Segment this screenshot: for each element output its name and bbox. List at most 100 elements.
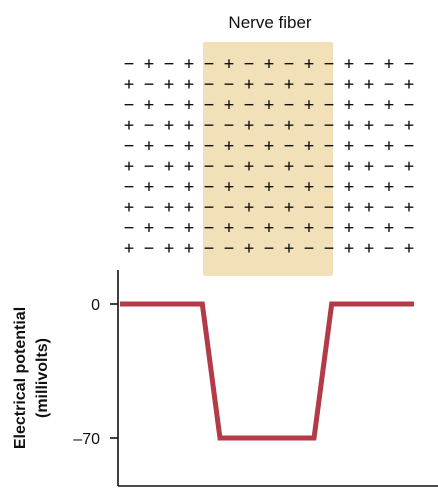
charge-symbol: + xyxy=(124,75,134,95)
charge-symbol: + xyxy=(144,177,154,197)
charge-symbol: + xyxy=(164,198,174,218)
charge-symbol: − xyxy=(324,239,334,259)
charge-symbol: − xyxy=(124,177,134,197)
charge-symbol: − xyxy=(204,177,214,197)
charge-symbol: + xyxy=(404,116,414,136)
charge-symbol: − xyxy=(304,198,314,218)
charge-symbol: + xyxy=(184,198,194,218)
charge-symbol: − xyxy=(364,218,374,238)
charge-symbol: − xyxy=(144,157,154,177)
charge-symbol: − xyxy=(164,177,174,197)
charge-symbol: − xyxy=(144,239,154,259)
charge-symbol: + xyxy=(264,136,274,156)
charge-symbol: − xyxy=(384,157,394,177)
charge-symbol: + xyxy=(264,218,274,238)
charge-symbol: + xyxy=(364,157,374,177)
charge-symbol: + xyxy=(264,54,274,74)
charge-symbol: + xyxy=(304,95,314,115)
charge-symbol: + xyxy=(344,157,354,177)
charge-symbol: + xyxy=(384,136,394,156)
charge-symbol: + xyxy=(384,177,394,197)
charge-symbol: − xyxy=(364,136,374,156)
charge-symbol: + xyxy=(244,75,254,95)
charge-symbol: + xyxy=(264,95,274,115)
charge-symbol: − xyxy=(324,95,334,115)
charge-symbol: − xyxy=(384,239,394,259)
charge-symbol: + xyxy=(344,136,354,156)
charge-symbol: − xyxy=(124,136,134,156)
charge-symbol: + xyxy=(344,116,354,136)
charge-symbol: + xyxy=(344,75,354,95)
charge-symbol: + xyxy=(364,116,374,136)
charge-symbol: + xyxy=(344,54,354,74)
charge-symbol: − xyxy=(404,136,414,156)
charge-symbol: + xyxy=(184,54,194,74)
charge-symbol: − xyxy=(284,218,294,238)
charge-symbol: − xyxy=(204,157,214,177)
diagram-title: Nerve fiber xyxy=(228,13,311,32)
charge-symbol: − xyxy=(244,136,254,156)
charge-symbol: + xyxy=(224,177,234,197)
charge-symbol: + xyxy=(184,75,194,95)
charge-symbol: − xyxy=(264,116,274,136)
charge-symbol: − xyxy=(164,95,174,115)
charge-symbol: + xyxy=(244,198,254,218)
charge-symbol: + xyxy=(144,218,154,238)
charge-symbol: − xyxy=(244,95,254,115)
charge-symbol: + xyxy=(344,198,354,218)
charge-symbol: − xyxy=(224,116,234,136)
charge-symbol: − xyxy=(384,75,394,95)
charge-symbol: − xyxy=(324,136,334,156)
charge-symbol: − xyxy=(304,116,314,136)
charge-symbol: − xyxy=(264,157,274,177)
charge-symbol: + xyxy=(284,157,294,177)
ytick-label-minus-70: –70 xyxy=(73,431,100,448)
charge-symbol: + xyxy=(364,75,374,95)
charge-symbol: − xyxy=(244,54,254,74)
charge-symbol: + xyxy=(304,136,314,156)
charge-symbol: + xyxy=(124,157,134,177)
charge-symbol: + xyxy=(284,198,294,218)
charge-symbol: − xyxy=(204,136,214,156)
charge-symbol: + xyxy=(184,157,194,177)
charge-symbol: + xyxy=(144,54,154,74)
electrical-potential-chart: 0 –70 Electrical potential (millivolts) xyxy=(12,270,438,487)
charge-symbol: + xyxy=(184,116,194,136)
charge-symbol: − xyxy=(364,54,374,74)
charge-symbol: − xyxy=(364,177,374,197)
charge-symbol: − xyxy=(224,198,234,218)
charge-symbol: − xyxy=(304,239,314,259)
charge-symbol: − xyxy=(224,157,234,177)
y-axis-label-line2: (millivolts) xyxy=(34,338,51,418)
charge-symbol: − xyxy=(204,95,214,115)
charge-symbol: − xyxy=(144,75,154,95)
y-axis-label-group: Electrical potential (millivolts) xyxy=(12,307,51,449)
charge-symbol: − xyxy=(324,116,334,136)
charge-symbol: + xyxy=(184,218,194,238)
charge-symbol: − xyxy=(244,177,254,197)
charge-symbol: − xyxy=(224,75,234,95)
charge-symbol: + xyxy=(164,116,174,136)
charge-symbol: + xyxy=(224,54,234,74)
charge-symbol: + xyxy=(404,239,414,259)
charge-symbol: + xyxy=(284,239,294,259)
charge-symbol: − xyxy=(324,157,334,177)
charge-symbol: − xyxy=(164,54,174,74)
charge-symbol: − xyxy=(324,75,334,95)
charge-symbol: − xyxy=(304,75,314,95)
charge-symbol: + xyxy=(144,136,154,156)
charge-symbol: − xyxy=(124,95,134,115)
charge-symbol: − xyxy=(204,75,214,95)
charge-symbol: + xyxy=(224,218,234,238)
charge-symbol: − xyxy=(264,239,274,259)
charge-symbol: + xyxy=(384,218,394,238)
charge-symbol: + xyxy=(284,75,294,95)
charge-symbol: − xyxy=(264,75,274,95)
charge-symbol: + xyxy=(164,75,174,95)
charge-symbol: − xyxy=(204,198,214,218)
charge-symbol: + xyxy=(364,198,374,218)
charge-symbol: + xyxy=(164,239,174,259)
y-axis-label-line1: Electrical potential xyxy=(12,307,29,449)
charge-symbol: − xyxy=(244,218,254,238)
charge-symbol: − xyxy=(204,54,214,74)
